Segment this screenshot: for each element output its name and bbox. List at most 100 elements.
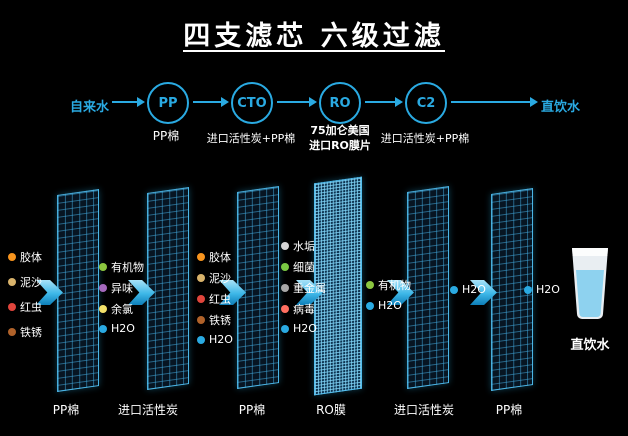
- pollutant-item: 重金属: [281, 280, 326, 296]
- pollutant-icon: [281, 284, 289, 292]
- panel-label-4: RO膜: [316, 403, 346, 417]
- panel-label-5: 进口活性炭: [393, 403, 454, 417]
- flow-arrow-icon: [193, 97, 229, 107]
- pollutant-label: 重金属: [293, 282, 326, 295]
- stage-circle-cto: CTO: [231, 82, 273, 124]
- pollutant-group-6: H2O: [450, 283, 486, 296]
- pollutant-label: H2O: [378, 299, 402, 312]
- pollutant-item: H2O: [197, 333, 233, 346]
- pollutant-label: 铁锈: [209, 314, 231, 327]
- pollutant-item: 细菌: [281, 259, 326, 275]
- pollutant-icon: [366, 301, 374, 310]
- pollutant-icon: [281, 305, 289, 313]
- pollutant-icon: [99, 305, 107, 313]
- pollutant-group-3: 胶体 泥沙 红虫 铁锈 H2O: [197, 249, 233, 346]
- flow-arrow-icon: [277, 97, 317, 107]
- pollutant-item: 泥沙: [8, 274, 42, 290]
- pollutant-label: 铁锈: [20, 326, 42, 339]
- pollutant-icon: [8, 253, 16, 261]
- panel-label-3: PP棉: [238, 403, 266, 417]
- panel-label-6: PP棉: [495, 403, 523, 417]
- pollutant-icon: [99, 324, 107, 333]
- pollutant-label: 胶体: [20, 251, 42, 264]
- pollutant-icon: [197, 253, 205, 261]
- pollutant-label: 泥沙: [20, 276, 42, 289]
- stage-circle-pp-label: PP: [158, 95, 178, 111]
- pollutant-item: 铁锈: [197, 312, 233, 328]
- pollutant-icon: [99, 284, 107, 292]
- pollutant-icon: [8, 303, 16, 311]
- stage-circle-pp: PP: [147, 82, 189, 124]
- pollutant-icon: [197, 274, 205, 282]
- page-title: 四支滤芯 六级过滤: [183, 21, 445, 52]
- pollutant-label: 有机物: [378, 279, 411, 292]
- flow-arrow-icon: [112, 97, 145, 107]
- flow-arrow-icon: [365, 97, 403, 107]
- pollutant-item: 铁锈: [8, 324, 42, 340]
- stage-caption-c2: 进口活性炭+PP棉: [380, 132, 470, 145]
- panel-label-2: 进口活性炭: [117, 403, 178, 417]
- pollutant-item: 有机物: [366, 277, 411, 293]
- filter-panel-carbon-1: [147, 187, 189, 390]
- stage-caption-ro-line2: 进口RO膜片: [309, 138, 371, 152]
- pollutant-label: 红虫: [20, 301, 42, 314]
- pollutant-item: 胶体: [197, 249, 233, 265]
- pollutant-item: H2O: [450, 283, 486, 296]
- title-underline: [183, 50, 445, 52]
- pollutant-item: 水垢: [281, 238, 326, 254]
- stage-circle-c2-label: C2: [416, 95, 436, 111]
- pollutant-icon: [197, 295, 205, 303]
- pollutant-icon: [366, 281, 374, 289]
- stage-circle-cto-label: CTO: [237, 95, 267, 111]
- pollutant-item: H2O: [281, 322, 326, 335]
- pollutant-item: 病毒: [281, 301, 326, 317]
- pollutant-icon: [281, 263, 289, 271]
- pollutant-icon: [99, 263, 107, 271]
- pollutant-group-1: 胶体 泥沙 红虫 铁锈: [8, 249, 42, 340]
- pollutant-label: 水垢: [293, 240, 315, 253]
- pollutant-label: 余氯: [111, 303, 133, 316]
- pollutant-item: 红虫: [8, 299, 42, 315]
- pollutant-item: H2O: [524, 283, 560, 296]
- stage-caption-ro: 75加仑美国 进口RO膜片: [302, 124, 378, 154]
- pollutant-label: 病毒: [293, 303, 315, 316]
- pollutant-item: 异味: [99, 280, 144, 296]
- pollutant-item: H2O: [99, 322, 144, 335]
- filter-panel-pp-2: [237, 186, 279, 389]
- result-label: 直饮水: [570, 338, 610, 353]
- pollutant-group-7: H2O: [524, 283, 560, 296]
- pollutant-label: H2O: [209, 333, 233, 346]
- pollutant-icon: [8, 328, 16, 336]
- pollutant-group-4: 水垢 细菌 重金属 病毒 H2O: [281, 238, 326, 335]
- pollutant-label: 细菌: [293, 261, 315, 274]
- pollutant-group-2: 有机物 异味 余氯 H2O: [99, 259, 144, 335]
- pollutant-icon: [281, 324, 289, 333]
- pollutant-item: H2O: [366, 299, 411, 312]
- stage-circle-ro: RO: [319, 82, 361, 124]
- pollutant-item: 红虫: [197, 291, 233, 307]
- flow-destination-label: 直饮水: [541, 100, 581, 115]
- pollutant-label: 泥沙: [209, 272, 231, 285]
- flow-source-label: 自来水: [70, 100, 110, 115]
- pollutant-icon: [524, 285, 532, 294]
- pollutant-item: 余氯: [99, 301, 144, 317]
- pollutant-item: 胶体: [8, 249, 42, 265]
- stage-circle-c2: C2: [405, 82, 447, 124]
- pollutant-label: 有机物: [111, 261, 144, 274]
- filter-panel-pp-1: [57, 189, 99, 392]
- panel-label-1: PP棉: [52, 403, 80, 417]
- pollutant-label: 异味: [111, 282, 133, 295]
- pollutant-icon: [8, 278, 16, 286]
- stage-caption-pp: PP棉: [152, 129, 180, 143]
- pollutant-label: 红虫: [209, 293, 231, 306]
- water-glass-icon: [567, 246, 613, 326]
- pollutant-label: 胶体: [209, 251, 231, 264]
- pollutant-icon: [450, 285, 458, 294]
- filter-panel-carbon-2: [407, 186, 449, 389]
- pollutant-label: H2O: [536, 283, 560, 296]
- stage-caption-ro-line1: 75加仑美国: [310, 124, 370, 137]
- pollutant-icon: [197, 335, 205, 344]
- stage-circle-ro-label: RO: [329, 95, 351, 111]
- pollutant-label: H2O: [111, 322, 135, 335]
